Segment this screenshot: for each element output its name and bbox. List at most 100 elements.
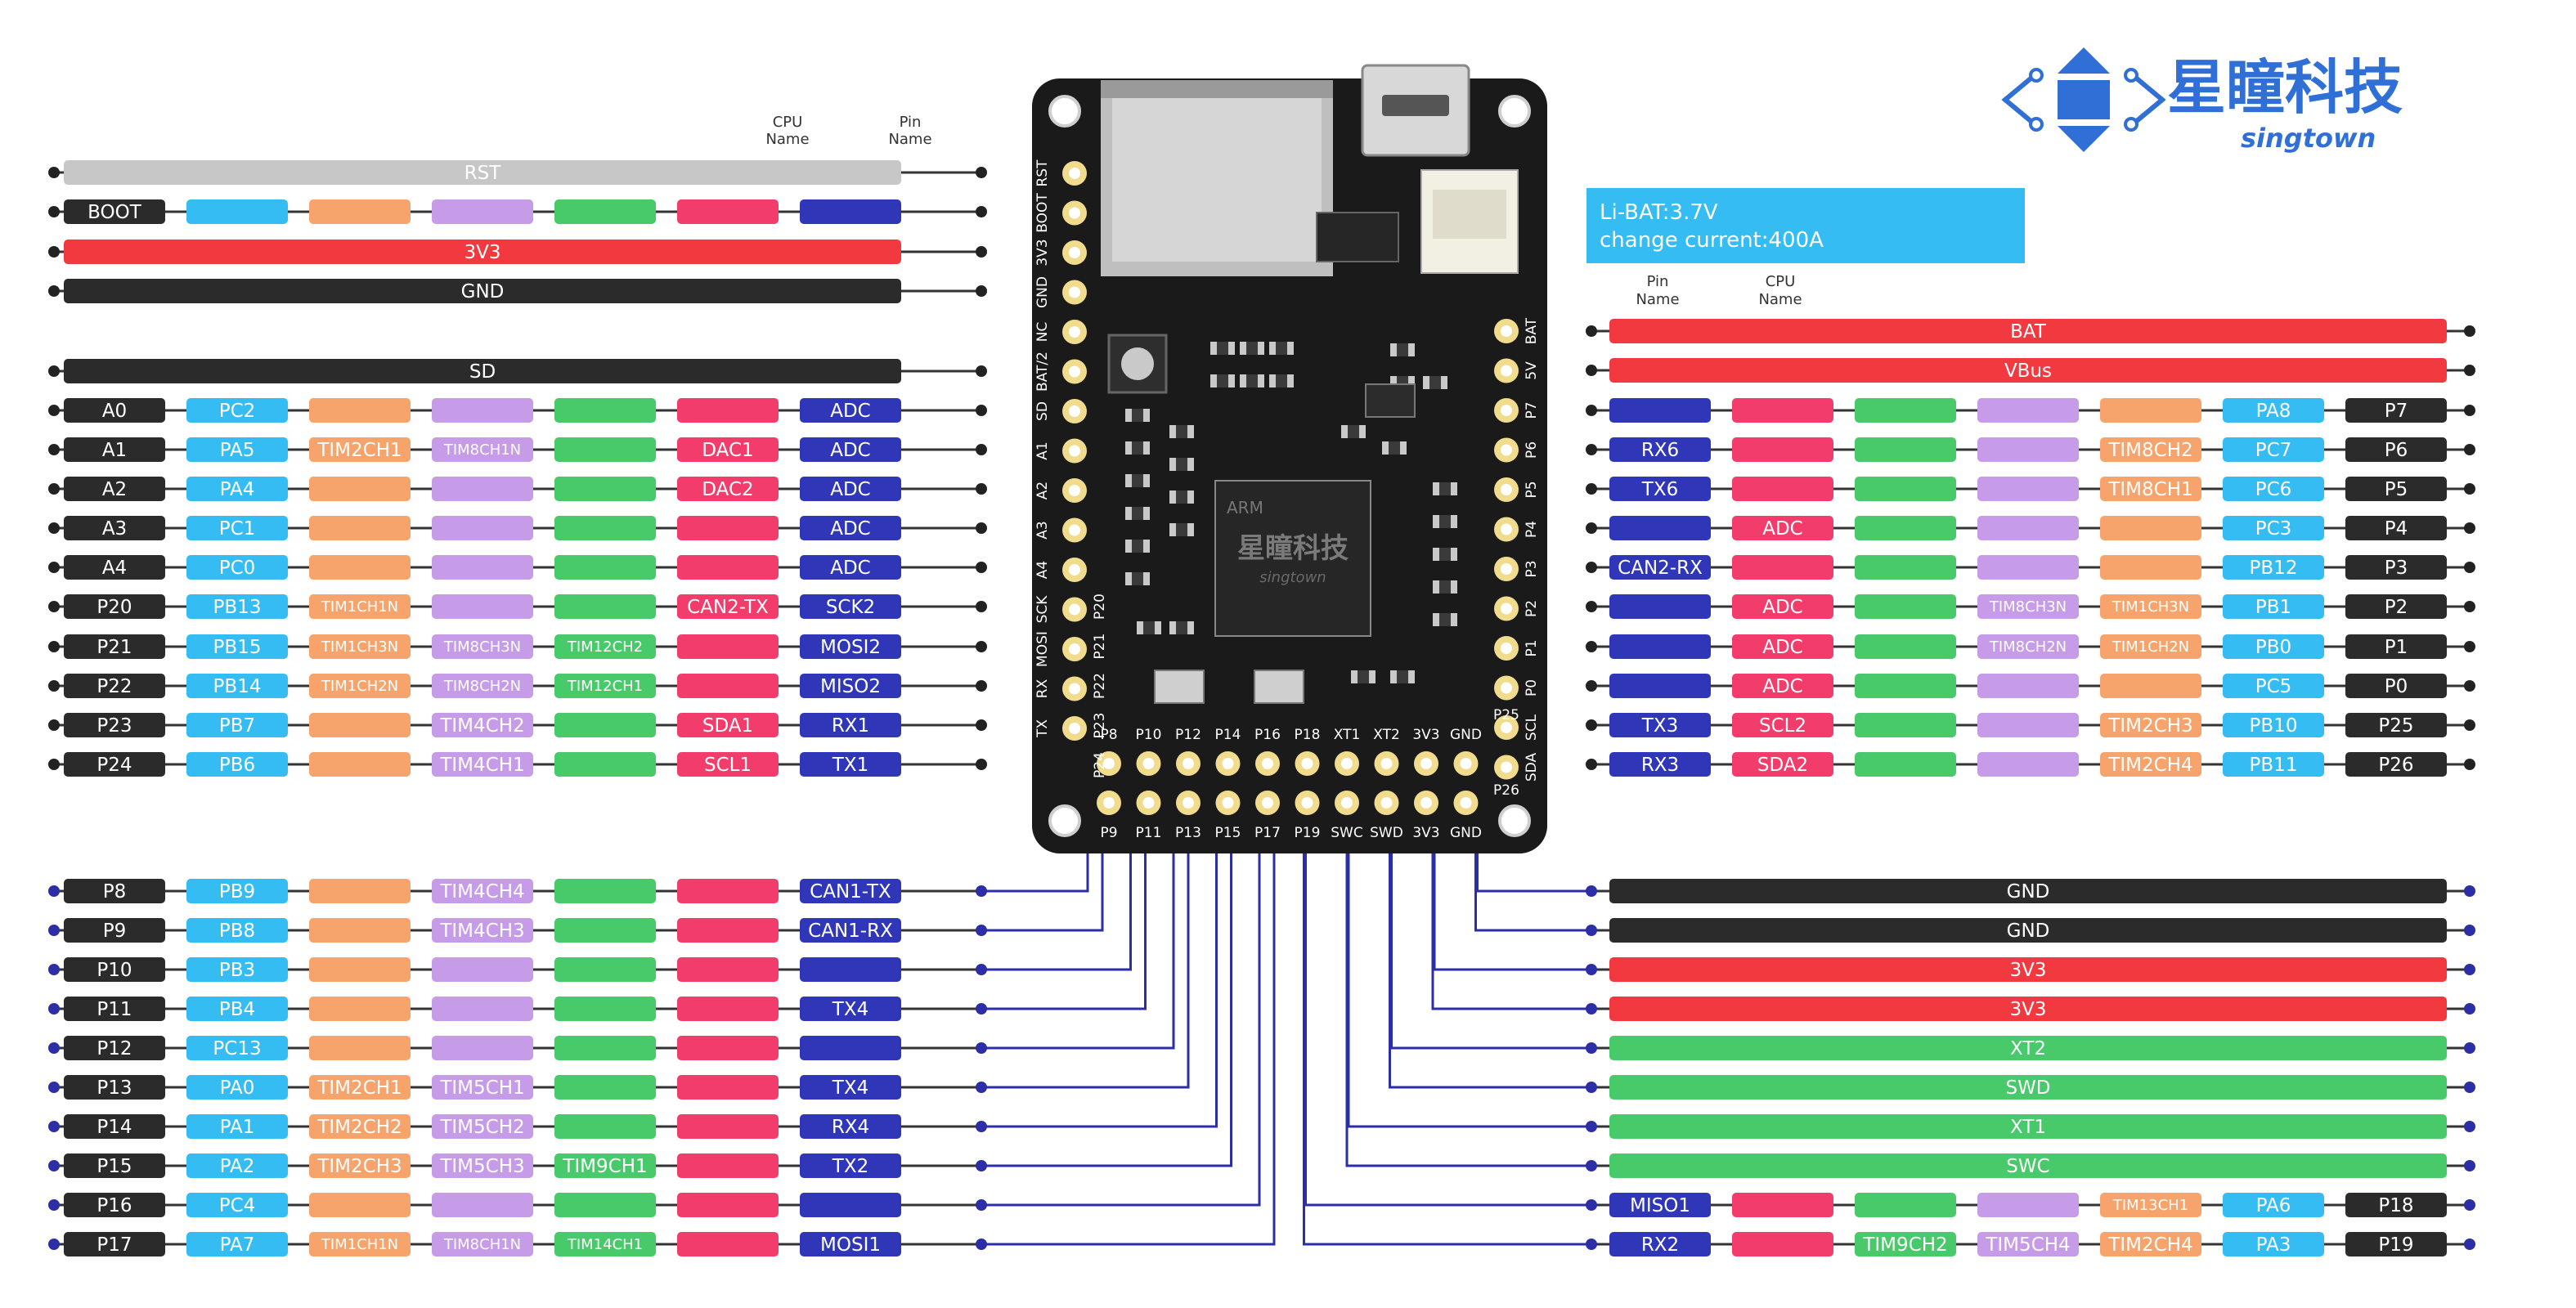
pin-cell	[677, 1232, 779, 1256]
full-width-bar-label: SWD	[2005, 1077, 2050, 1099]
pin-cell	[800, 398, 901, 423]
pad-hole-icon	[1501, 602, 1512, 615]
pin-cell-label: SCL1	[704, 755, 752, 776]
row-end-dot-icon	[2464, 483, 2475, 495]
row-end-dot-icon	[976, 1121, 987, 1132]
pin-cell	[2223, 674, 2324, 698]
full-width-bar-label: GND	[461, 281, 505, 302]
bottom-header-top-label: P10	[1136, 727, 1162, 743]
row-end-dot-icon	[2464, 925, 2475, 936]
row-end-dot-icon	[48, 167, 60, 178]
row-end-dot-icon	[976, 925, 987, 936]
right-header-label: P7	[1524, 401, 1540, 419]
pin-cell	[64, 437, 165, 462]
pin-cell	[800, 997, 901, 1021]
pin-cell	[1609, 594, 1711, 619]
pin-cell	[800, 594, 901, 619]
pin-cell-label: SCK2	[826, 597, 875, 618]
pin-cell	[1609, 634, 1711, 659]
right-header-extra-label: P25	[1493, 707, 1519, 723]
full-width-bar	[1609, 358, 2447, 383]
pin-cell-label: P1	[2385, 637, 2408, 658]
pad-hole-icon	[1069, 326, 1080, 338]
pin-cell-label: TIM8CH1N	[443, 1236, 521, 1253]
full-width-bar	[1609, 997, 2447, 1021]
pin-cell	[1732, 437, 1833, 462]
pad-hole-icon	[1069, 286, 1080, 298]
bottom-right-pin-row: GND	[1586, 879, 2475, 903]
full-width-bar	[1609, 918, 2447, 943]
pad-hole-icon	[1501, 405, 1512, 416]
pin-cell	[2223, 1232, 2324, 1256]
pin-cell	[2223, 398, 2324, 423]
pin-cell-label: DAC1	[702, 440, 753, 461]
pad-hole-icon	[1069, 247, 1080, 258]
pad-hole-icon	[1069, 564, 1080, 576]
pad-hole-icon	[1069, 524, 1080, 536]
pin-cell-label: PA6	[2256, 1195, 2291, 1216]
row-end-dot-icon	[976, 680, 987, 692]
pin-cell	[800, 1075, 901, 1100]
left-header-label: RST	[1034, 159, 1051, 187]
row-end-dot-icon	[48, 759, 60, 770]
full-width-bar	[64, 359, 901, 383]
pin-cell	[554, 1193, 656, 1217]
right-cpu-header-line2: Name	[1758, 291, 1802, 308]
pad-hole-icon	[1460, 758, 1472, 769]
pin-cell	[554, 1036, 656, 1060]
pin-cell	[186, 199, 288, 224]
pad-hole-icon	[1069, 405, 1080, 417]
pin-cell	[677, 594, 779, 619]
pin-cell-label: ADC	[1762, 637, 1803, 658]
pin-cell-label: TIM1CH1N	[321, 598, 398, 616]
pin-cell	[1977, 1232, 2079, 1256]
pad-hole-icon	[1183, 758, 1194, 769]
pin-cell	[432, 1075, 533, 1100]
pin-cell	[64, 594, 165, 619]
left-header-label: A2	[1034, 482, 1051, 499]
pin-cell	[1732, 516, 1833, 540]
pin-cell-label: MISO2	[820, 676, 881, 697]
pin-cell	[64, 1036, 165, 1060]
pin-cell-label: TIM2CH1	[316, 440, 402, 461]
brand-name-cn: 星瞳科技	[2167, 53, 2403, 122]
pin-cell-label: TIM4CH2	[439, 715, 524, 737]
pad-hole-icon	[1301, 758, 1313, 769]
pin-cell-label: PB8	[219, 921, 255, 942]
pin-cell	[186, 713, 288, 737]
row-end-dot-icon	[2464, 964, 2475, 975]
wire-line	[1303, 802, 1627, 1246]
row-end-dot-icon	[2464, 680, 2475, 692]
pin-cell-label: TIM8CH3N	[443, 638, 521, 656]
bottom-header-bottom-label: 3V3	[1412, 825, 1439, 841]
pad-hole-icon	[1420, 797, 1432, 809]
left-header-label: SCK	[1034, 595, 1051, 624]
pin-cell	[309, 1232, 411, 1256]
row-end-dot-icon	[976, 641, 987, 652]
row-end-dot-icon	[48, 680, 60, 692]
left-header-label: A4	[1034, 561, 1051, 579]
bottom-right-pin-row: XT2	[1586, 1036, 2475, 1060]
pin-cell	[309, 437, 411, 462]
row-end-dot-icon	[48, 522, 60, 534]
bottom-header-bottom-label: SWC	[1331, 825, 1362, 841]
pad-hole-icon	[1222, 758, 1234, 769]
pin-cell-label: P17	[96, 1234, 132, 1256]
pin-cell	[2345, 516, 2447, 540]
pin-cell	[1855, 634, 1956, 659]
row-end-dot-icon	[48, 562, 60, 573]
left-header-label: BOOT	[1034, 193, 1051, 233]
left-header-label: BAT/2	[1034, 352, 1051, 392]
row-end-dot-icon	[2464, 1160, 2475, 1171]
pin-cell	[554, 634, 656, 659]
chip-label-brand: 星瞳科技	[1237, 532, 1349, 565]
row-end-dot-icon	[2464, 641, 2475, 652]
pin-cell	[800, 199, 901, 224]
pin-cell	[186, 477, 288, 501]
pin-cell	[677, 1075, 779, 1100]
row-end-dot-icon	[2464, 1082, 2475, 1093]
